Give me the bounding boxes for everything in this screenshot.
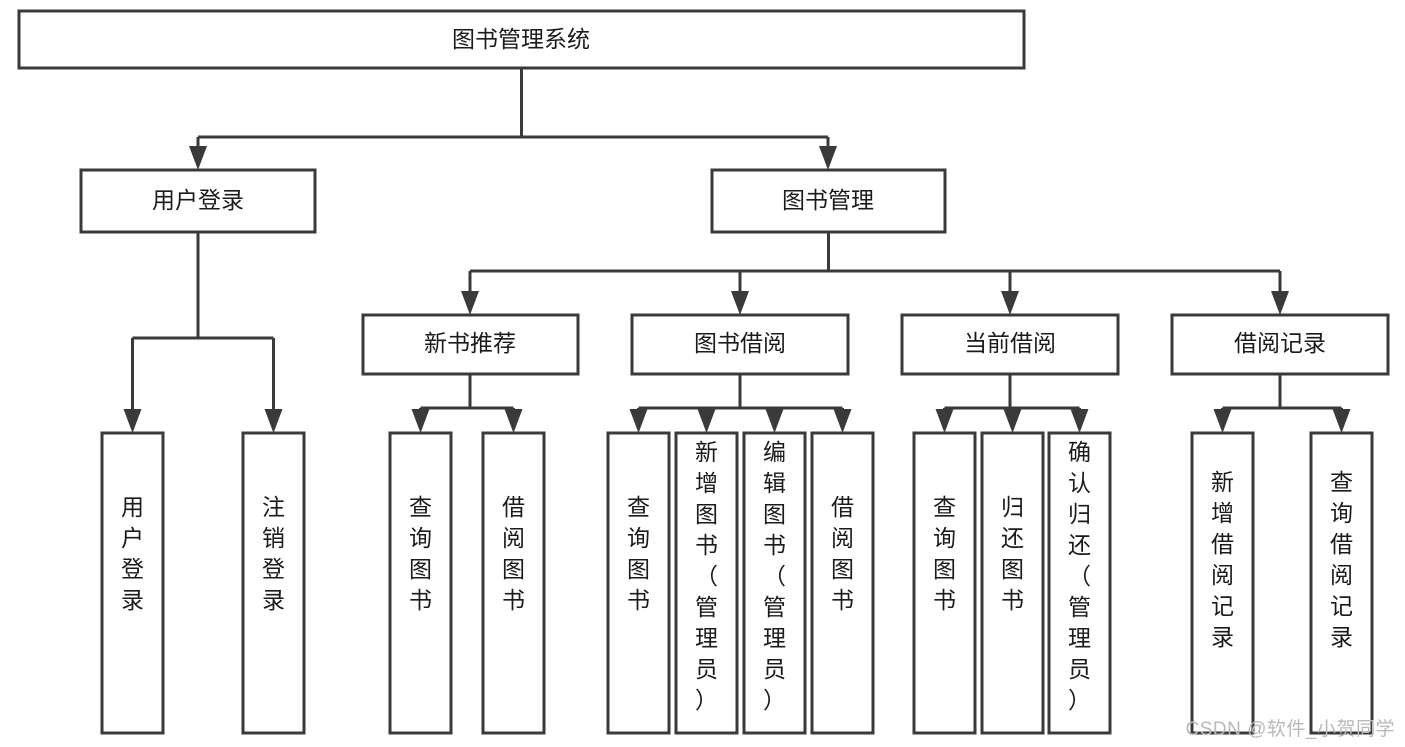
node-book-management[interactable]: 图书管理 xyxy=(710,168,947,234)
edge-group-borrow-record xyxy=(1213,374,1351,433)
node-book-borrow[interactable]: 图书借阅 xyxy=(630,313,850,376)
leaf-user-login[interactable]: 用户登录 xyxy=(100,431,165,735)
arrow-head-book-mgmt xyxy=(819,146,837,170)
leaf-user-logout-label: 注销登录 xyxy=(262,494,285,613)
leaf-cb-confirm-return-box[interactable] xyxy=(1047,431,1112,735)
leaf-br-query-record-label: 查询借阅记录 xyxy=(1330,469,1353,650)
arrow-head-book-borrow xyxy=(731,291,749,315)
arrow-head-leaf-user-login xyxy=(123,409,142,433)
leaf-br-add-record-label: 新增借阅记录 xyxy=(1211,469,1234,650)
leaf-bb-edit-book-box[interactable] xyxy=(742,431,807,735)
leaf-nb-borrow-book-label: 借阅图书 xyxy=(502,494,525,613)
leaf-user-login-label: 用户登录 xyxy=(121,494,144,613)
node-borrow-record[interactable]: 借阅记录 xyxy=(1170,313,1390,376)
leaf-bb-query-book-label: 查询图书 xyxy=(627,494,650,613)
leaf-user-login-box[interactable] xyxy=(100,431,165,735)
leaf-user-logout-box[interactable] xyxy=(241,431,306,735)
arrow-head-user-login xyxy=(189,146,207,170)
leaf-cb-return-book-box[interactable] xyxy=(980,431,1045,735)
node-current-borrow-label: 当前借阅 xyxy=(964,330,1056,356)
leaf-cb-query-book-box[interactable] xyxy=(912,431,977,735)
arrow-head-borrow-record xyxy=(1271,291,1289,315)
node-borrow-record-box[interactable] xyxy=(1170,313,1390,376)
leaf-bb-query-book[interactable]: 查询图书 xyxy=(606,431,671,735)
leaf-br-add-record-box[interactable] xyxy=(1190,431,1255,735)
leaf-br-query-record-box[interactable] xyxy=(1309,431,1374,735)
leaf-bb-add-book-label: 新增图书（管理员） xyxy=(695,439,718,713)
node-root-label: 图书管理系统 xyxy=(452,26,590,52)
edge-group-book-mgmt xyxy=(461,232,1289,315)
arrow-head-leaf-cb-query xyxy=(935,409,954,433)
node-root-box[interactable] xyxy=(17,9,1026,70)
edge-group-current-borrow xyxy=(935,374,1089,433)
edge-group-book-borrow xyxy=(629,374,852,433)
node-current-borrow[interactable]: 当前借阅 xyxy=(900,313,1120,376)
leaf-bb-borrow-book[interactable]: 借阅图书 xyxy=(810,431,875,735)
node-book-management-box[interactable] xyxy=(710,168,947,234)
leaf-cb-return-book-label: 归还图书 xyxy=(1001,494,1024,613)
arrow-head-leaf-user-logout xyxy=(264,409,283,433)
node-new-book-recommend-label: 新书推荐 xyxy=(424,330,516,356)
node-new-book-recommend[interactable]: 新书推荐 xyxy=(361,313,580,376)
node-new-book-recommend-box[interactable] xyxy=(361,313,580,376)
arrow-head-leaf-nb-borrow xyxy=(504,409,523,433)
leaf-br-add-record[interactable]: 新增借阅记录 xyxy=(1190,431,1255,735)
leaf-cb-confirm-return[interactable]: 确认归还（管理员） xyxy=(1047,431,1112,735)
arrow-head-leaf-br-add xyxy=(1213,409,1232,433)
node-book-borrow-box[interactable] xyxy=(630,313,850,376)
arrow-head-leaf-nb-query xyxy=(411,409,430,433)
leaf-bb-edit-book[interactable]: 编辑图书（管理员） xyxy=(742,431,807,735)
node-user-login-label: 用户登录 xyxy=(152,187,244,213)
node-current-borrow-box[interactable] xyxy=(900,313,1120,376)
leaf-bb-add-book[interactable]: 新增图书（管理员） xyxy=(674,431,739,735)
leaf-br-query-record[interactable]: 查询借阅记录 xyxy=(1309,431,1374,735)
arrow-head-leaf-bb-add xyxy=(697,409,716,433)
leaf-bb-query-book-box[interactable] xyxy=(606,431,671,735)
node-user-login[interactable]: 用户登录 xyxy=(79,168,317,234)
arrow-head-new-book xyxy=(461,291,479,315)
edge-group-user-login xyxy=(123,232,283,433)
leaf-cb-query-book[interactable]: 查询图书 xyxy=(912,431,977,735)
leaf-bb-borrow-book-box[interactable] xyxy=(810,431,875,735)
node-borrow-record-label: 借阅记录 xyxy=(1234,330,1326,356)
leaf-nb-borrow-book[interactable]: 借阅图书 xyxy=(481,431,546,735)
leaf-bb-borrow-book-label: 借阅图书 xyxy=(831,494,854,613)
leaf-nb-borrow-book-box[interactable] xyxy=(481,431,546,735)
edge-group-new-book xyxy=(411,374,523,433)
node-book-management-label: 图书管理 xyxy=(782,187,874,213)
edge-group-root xyxy=(189,68,837,170)
arrow-head-leaf-cb-confirm xyxy=(1070,409,1089,433)
leaf-nb-query-book-box[interactable] xyxy=(388,431,453,735)
node-book-borrow-label: 图书借阅 xyxy=(694,330,786,356)
leaf-nb-query-book-label: 查询图书 xyxy=(409,494,432,613)
leaf-nb-query-book[interactable]: 查询图书 xyxy=(388,431,453,735)
node-root[interactable]: 图书管理系统 xyxy=(17,9,1026,70)
leaf-cb-confirm-return-label: 确认归还（管理员） xyxy=(1068,439,1091,713)
arrow-head-leaf-br-query xyxy=(1332,409,1351,433)
arrow-head-leaf-bb-query xyxy=(629,409,648,433)
arrow-head-leaf-bb-borrow xyxy=(833,409,852,433)
arrow-head-leaf-cb-return xyxy=(1003,409,1022,433)
leaf-bb-add-book-box[interactable] xyxy=(674,431,739,735)
leaf-cb-return-book[interactable]: 归还图书 xyxy=(980,431,1045,735)
arrow-head-current-borrow xyxy=(1001,291,1019,315)
leaf-user-logout[interactable]: 注销登录 xyxy=(241,431,306,735)
node-user-login-box[interactable] xyxy=(79,168,317,234)
leaf-cb-query-book-label: 查询图书 xyxy=(933,494,956,613)
arrow-head-leaf-bb-edit xyxy=(765,409,784,433)
leaf-bb-edit-book-label: 编辑图书（管理员） xyxy=(763,439,786,713)
